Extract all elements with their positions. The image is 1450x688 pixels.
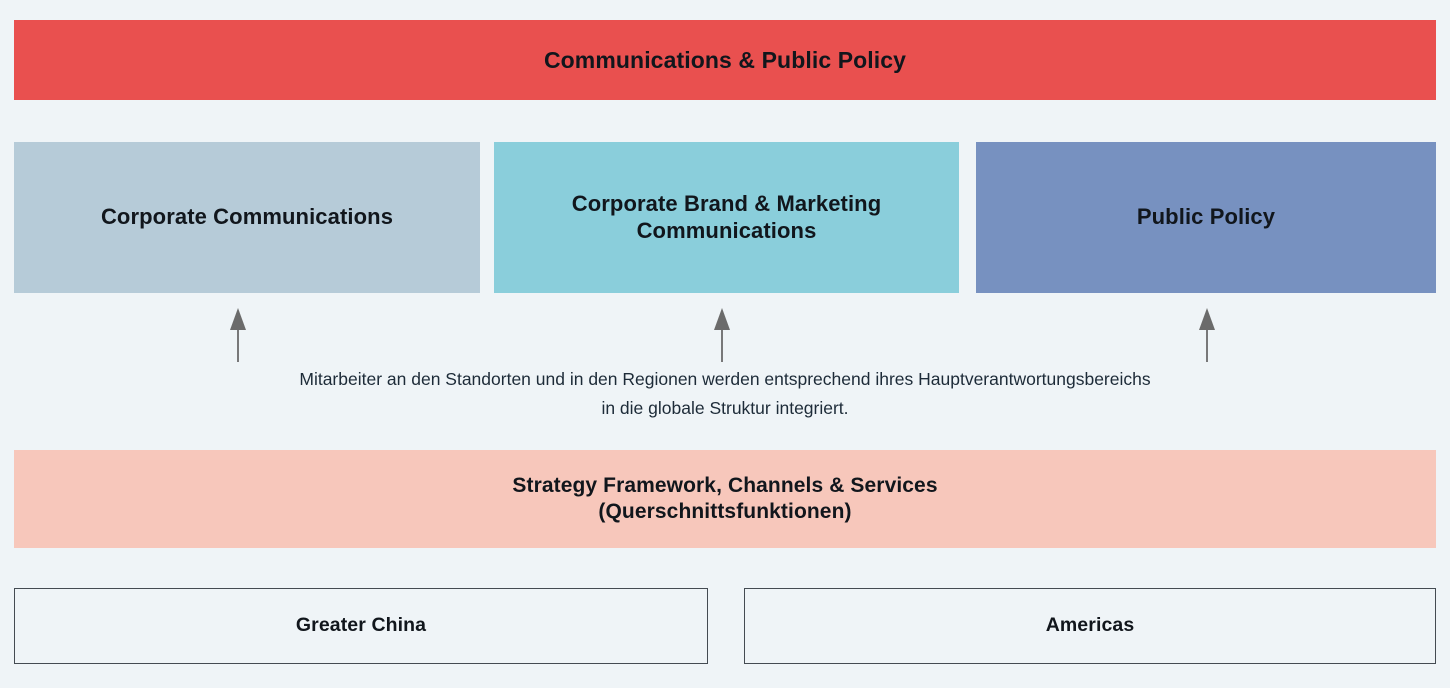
band-strategy-framework-channels-services[interactable]: Strategy Framework, Channels & Services … [14,450,1436,548]
band-label-strategy-framework: Strategy Framework, Channels & Services … [512,474,938,523]
division-corporate-communications[interactable]: Corporate Communications [14,142,480,293]
arrow-up-icon-corporate-communications [230,308,246,362]
region-americas[interactable]: Americas [744,588,1436,664]
division-label-corporate-brand-marketing-communications: Corporate Brand & Marketing Communicatio… [571,190,882,243]
arrow-up-icon-brand-marketing [714,308,730,362]
region-label-americas: Americas [1045,614,1135,637]
banner-label: Communications & Public Policy [543,46,907,73]
division-label-public-policy: Public Policy [1136,204,1276,230]
region-greater-china[interactable]: Greater China [14,588,708,664]
banner-communications-public-policy[interactable]: Communications & Public Policy [14,20,1436,100]
division-label-corporate-communications: Corporate Communications [100,204,394,230]
arrow-up-icon-public-policy [1199,308,1215,362]
integration-caption: Mitarbeiter an den Standorten und in den… [299,369,1151,419]
division-corporate-brand-marketing-communications[interactable]: Corporate Brand & Marketing Communicatio… [494,142,959,293]
region-label-greater-china: Greater China [295,614,427,637]
division-public-policy[interactable]: Public Policy [976,142,1436,293]
